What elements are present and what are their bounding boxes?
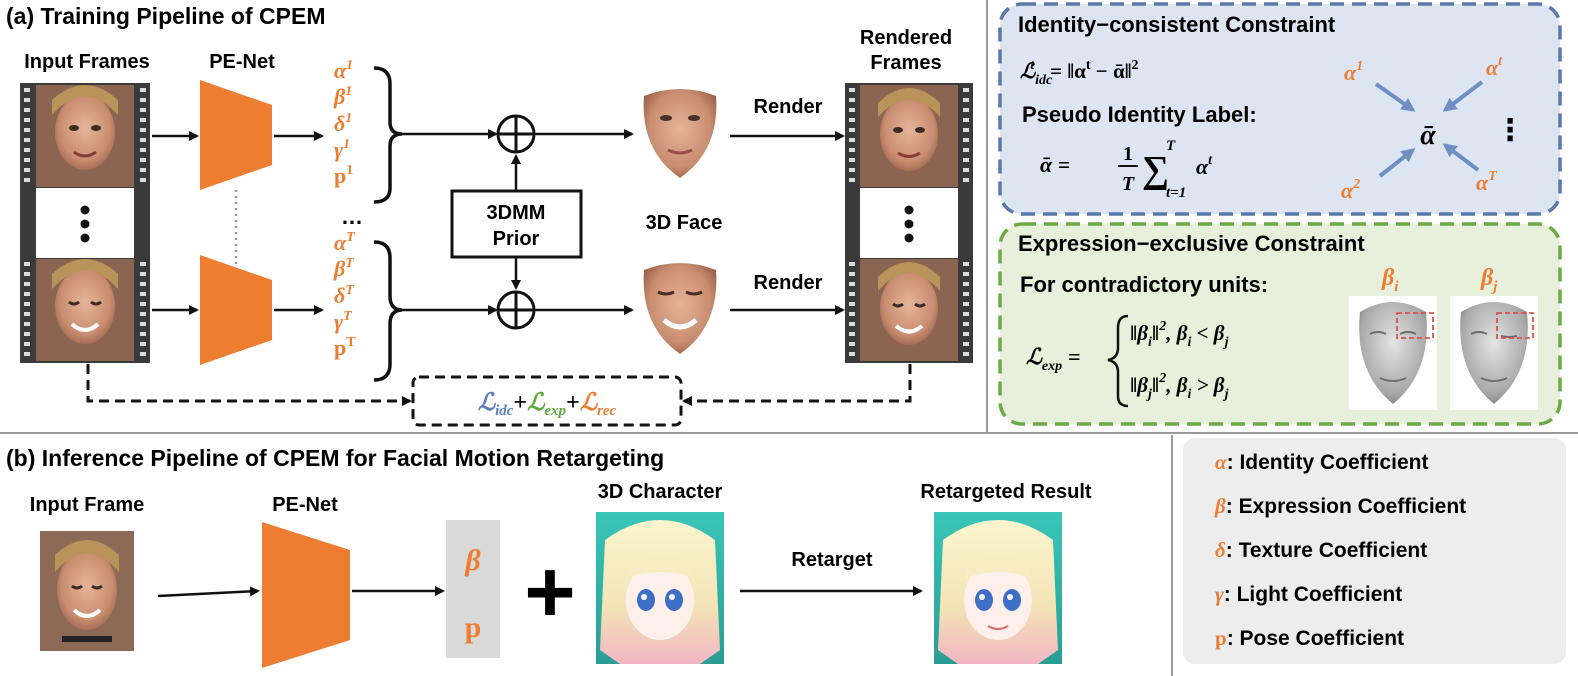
coef-beta-b: β — [464, 544, 481, 577]
svg-text:ᾱ =: ᾱ = — [1040, 152, 1070, 177]
dashed-arrow-input-to-loss — [86, 364, 412, 406]
rendered-dots — [904, 205, 914, 243]
legend-panel — [1183, 438, 1566, 664]
coef-list-frame-1: α1 β1 δ1 γ1 p1 — [333, 58, 353, 188]
svg-text:T: T — [1166, 138, 1176, 154]
film-dots — [80, 205, 90, 243]
svg-text:∑: ∑ — [1142, 149, 1169, 191]
legend-item-light: γ: Light Coefficient — [1215, 582, 1402, 606]
rendered-frame-1-image — [860, 85, 958, 187]
svg-text:γT: γT — [334, 309, 353, 334]
expression-panel-subtitle: For contradictory units: — [1020, 272, 1268, 297]
3d-face-bottom — [643, 263, 717, 354]
3dmm-prior-label-1: 3DMM — [487, 202, 546, 224]
rendered-frames-label: Rendered — [860, 27, 952, 49]
gray-face-beta-i — [1349, 296, 1437, 410]
pe-net-label-a: PE-Net — [209, 51, 275, 73]
svg-text:ℒexp=: ℒexp= — [1026, 344, 1081, 374]
dashed-arrow-rendered-to-loss — [682, 364, 912, 406]
alpha-bar-center: ᾱ — [1420, 120, 1436, 151]
3d-character-image — [596, 512, 724, 664]
brace-bottom — [373, 240, 403, 382]
render-label-bottom: Render — [754, 272, 823, 294]
part-b-title: (b) Inference Pipeline of CPEM for Facia… — [6, 445, 664, 471]
svg-text:T: T — [1122, 173, 1135, 195]
3d-face-label: 3D Face — [646, 212, 723, 234]
part-a-title: (a) Training Pipeline of CPEM — [6, 3, 325, 29]
legend-item-identity: α: Identity Coefficient — [1215, 450, 1428, 474]
legend-item-texture: δ: Texture Coefficient — [1215, 538, 1427, 562]
arrow-input-to-penet-b — [157, 586, 260, 598]
pe-net-encoder-top — [200, 80, 272, 190]
input-frame-t-image — [36, 259, 134, 361]
svg-text:γ1: γ1 — [334, 137, 350, 162]
legend-item-expression: β: Expression Coefficient — [1214, 494, 1466, 518]
pe-net-encoder-bottom — [200, 255, 272, 365]
svg-text:‖βi‖2, βi < βj: ‖βi‖2, βi < βj — [1130, 319, 1229, 350]
gray-face-beta-j — [1450, 296, 1538, 410]
input-frames-label: Input Frames — [24, 51, 150, 73]
expression-loss-formula: ℒexp= ‖βi‖2, βi < βj ‖βj‖2, βi > βj — [1026, 314, 1229, 408]
svg-text:α1: α1 — [1344, 59, 1363, 85]
identity-diagram: α1 αt α2 αT ᾱ ⋮ — [1341, 54, 1525, 203]
input-frame-1-image — [36, 85, 134, 187]
input-film-strip — [20, 83, 150, 363]
retargeted-result-image — [934, 512, 1062, 664]
sum-node-bottom — [496, 290, 536, 330]
rendered-frame-t-image — [860, 259, 958, 361]
render-label-top: Render — [754, 96, 823, 118]
identity-loss-formula: ℒidct= ‖αt − ᾱ‖2 — [1020, 58, 1139, 88]
legend-items: α: Identity Coefficient β: Expression Co… — [1214, 450, 1466, 650]
input-frame-label: Input Frame — [30, 494, 144, 516]
legend-item-pose: p: Pose Coefficient — [1215, 626, 1404, 650]
expression-panel-title: Expression−exclusive Constraint — [1018, 231, 1365, 256]
coef-list-frame-t: αT βT δT γT pT — [333, 230, 356, 360]
svg-text:αt: αt — [1486, 54, 1503, 80]
vertical-dots: ⋮ — [1495, 114, 1525, 147]
svg-text:δ1: δ1 — [334, 111, 352, 136]
film-sprockets-left — [24, 88, 146, 356]
svg-text:α1: α1 — [334, 58, 353, 83]
retargeted-result-label: Retargeted Result — [920, 481, 1091, 503]
svg-text:1: 1 — [1123, 143, 1133, 165]
3d-face-top — [643, 89, 717, 178]
svg-text:α2: α2 — [1341, 177, 1360, 203]
3dmm-prior-label-2: Prior — [493, 228, 540, 250]
rendered-frames-label-2: Frames — [870, 52, 941, 74]
loss-box — [411, 375, 683, 427]
loss-expression: ℒidc+ℒexp+ℒrec — [478, 390, 617, 419]
big-plus-symbol: + — [524, 542, 575, 641]
selected-coefs-box — [446, 520, 500, 658]
coef-ellipsis: … — [341, 204, 363, 229]
sum-node-top — [496, 114, 536, 154]
svg-text:αT: αT — [1476, 169, 1498, 195]
svg-text:p1: p1 — [334, 163, 353, 188]
svg-text:‖βj‖2, βi > βj: ‖βj‖2, βi > βj — [1130, 371, 1229, 402]
svg-text:αT: αT — [334, 230, 356, 255]
svg-text:αt: αt — [1196, 153, 1213, 179]
identity-constraint-panel — [998, 2, 1562, 216]
character-label: 3D Character — [598, 481, 723, 503]
3dmm-prior-box — [450, 189, 583, 259]
input-frame-image — [40, 531, 134, 651]
svg-text:β1: β1 — [333, 84, 352, 109]
pe-net-encoder-b — [262, 522, 350, 668]
brace-top — [373, 66, 403, 204]
svg-text:pT: pT — [334, 335, 356, 360]
retarget-label: Retarget — [791, 549, 872, 571]
svg-text:t=1: t=1 — [1166, 185, 1186, 201]
rendered-film-strip — [845, 83, 973, 363]
svg-text:βT: βT — [333, 256, 355, 281]
pe-net-label-b: PE-Net — [272, 494, 338, 516]
beta-i-label: βi — [1381, 265, 1399, 295]
beta-j-label: βj — [1480, 265, 1498, 295]
svg-text:δT: δT — [334, 283, 355, 308]
pseudo-label-formula: ᾱ = 1 T ∑ T t=1 αt — [1040, 138, 1213, 201]
pseudo-label-title: Pseudo Identity Label: — [1022, 102, 1257, 127]
identity-panel-title: Identity−consistent Constraint — [1018, 12, 1336, 37]
coef-p-b: p — [465, 611, 482, 644]
